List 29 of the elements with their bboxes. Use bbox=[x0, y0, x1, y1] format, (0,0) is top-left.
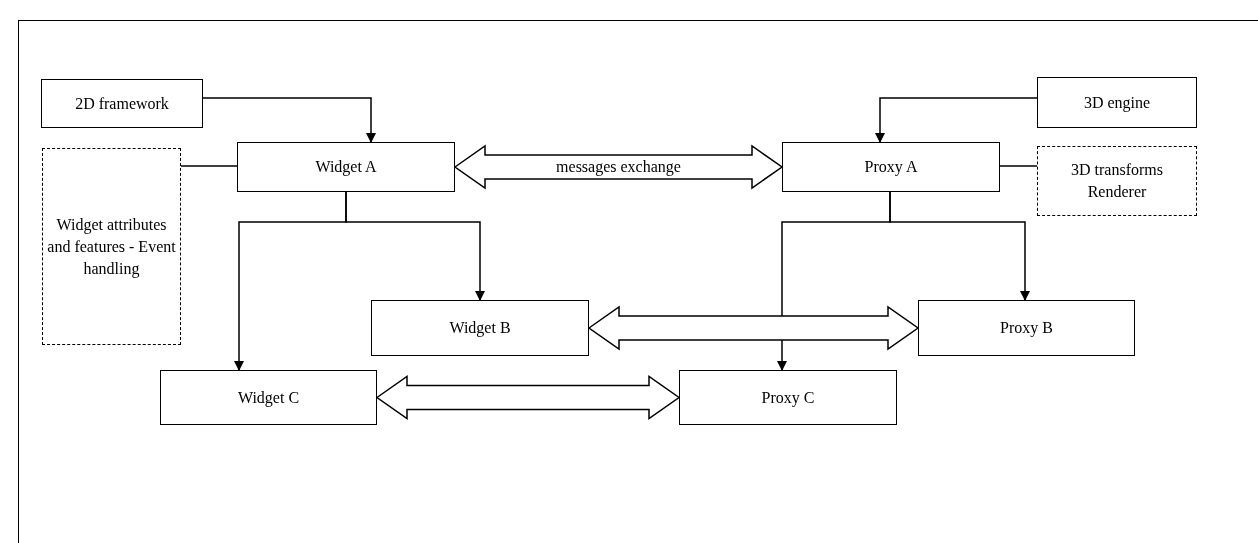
node-text: Widget attributes and features - Event handling bbox=[47, 214, 176, 280]
node-text: Proxy A bbox=[864, 157, 918, 178]
double-arrow bbox=[587, 305, 920, 351]
note-box bbox=[1037, 146, 1197, 216]
node-text: Proxy C bbox=[761, 387, 815, 409]
arrow bbox=[234, 191, 347, 371]
node-text: 3D transforms Renderer bbox=[1070, 160, 1164, 202]
node-text: Proxy B bbox=[1000, 318, 1053, 339]
process-box bbox=[679, 370, 897, 425]
node-text: Widget B bbox=[449, 318, 511, 339]
process-box bbox=[237, 142, 455, 192]
process-box bbox=[160, 370, 377, 425]
note-box bbox=[42, 148, 181, 345]
node-text: 2D framework bbox=[75, 93, 169, 114]
process-box bbox=[41, 79, 203, 128]
connector-line bbox=[999, 165, 1038, 167]
node-text: Widget A bbox=[315, 157, 377, 178]
double-arrow bbox=[375, 375, 681, 420]
arrow bbox=[875, 97, 1038, 143]
process-box bbox=[371, 300, 589, 356]
arrow bbox=[202, 97, 376, 143]
connector-line bbox=[180, 165, 238, 167]
node-text: Widget C bbox=[237, 387, 300, 409]
process-box bbox=[918, 300, 1135, 356]
node-text: 3D engine bbox=[1083, 92, 1151, 114]
process-box bbox=[1037, 77, 1197, 128]
process-box bbox=[782, 142, 1000, 192]
edge-label: messages exchange bbox=[556, 158, 681, 176]
arrow bbox=[777, 191, 891, 371]
